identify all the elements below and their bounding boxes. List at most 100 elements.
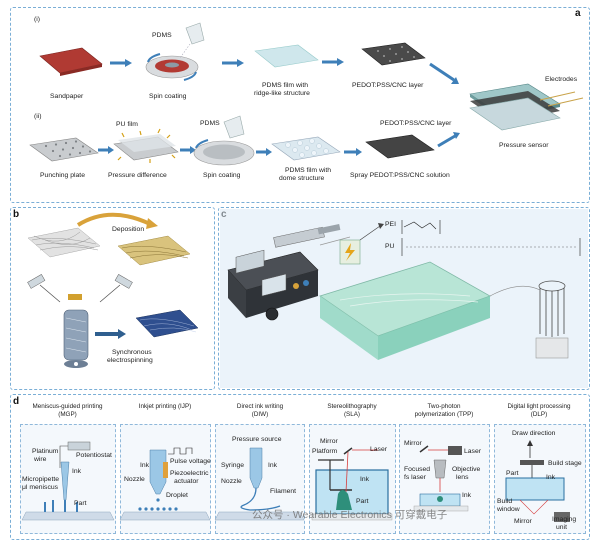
dlp-imaging-unit (554, 512, 570, 522)
electrodes-label: Electrodes (545, 76, 578, 83)
pdms-ridge-film (254, 44, 319, 68)
panel-d (10, 394, 590, 540)
panel-b-tag: b (13, 209, 20, 220)
ijp-piezo-1: Piezoelectric (170, 470, 209, 477)
row1-index: (i) (34, 16, 41, 23)
dlp-build-window-2: window (497, 506, 520, 513)
panel-a (10, 7, 590, 203)
sla-mirror (343, 447, 353, 455)
mgp-micropipette-2: μl meniscus (22, 484, 59, 491)
pdms-cup-1 (185, 22, 205, 45)
panel-b (10, 207, 215, 390)
sla-vat (315, 469, 389, 515)
diw-nozzle: Nozzle (221, 478, 242, 485)
mgp-part: Part (74, 500, 87, 507)
dlp-build-stage-label: Build stage (548, 460, 582, 467)
pedot-layer-1 (361, 42, 426, 66)
pulse-voltage-wave (168, 447, 193, 455)
sandpaper-label: Sandpaper (50, 93, 84, 100)
mgp-platinum-2: wire (34, 456, 47, 463)
punching-plate-label: Punching plate (40, 172, 85, 179)
spin-coating-label-2: Spin coating (203, 172, 241, 179)
electrode-lines (539, 91, 584, 107)
row2-index: (ii) (34, 113, 42, 120)
pressure-sensor-label: Pressure sensor (499, 142, 549, 149)
watermark: 公众号 · Wearable Electronics 可穿戴电子 (252, 509, 448, 521)
diw-pressure: Pressure source (232, 436, 282, 443)
pu-label: PU (385, 243, 395, 250)
dlp-ink-label: Ink (546, 474, 556, 481)
diw-ink: Ink (268, 462, 278, 469)
sla-part (336, 490, 352, 510)
sla-platform (318, 459, 344, 490)
pump-display (261, 273, 287, 297)
pedot-layer-label-2: PEDOT:PSS/CNC layer (380, 120, 452, 127)
tpp-mirror (419, 445, 429, 453)
pdms-cup-2 (223, 115, 245, 139)
method-title-ijp: Inkjet printing (IJP) (138, 403, 192, 410)
dlp-build-stage (520, 460, 544, 465)
tpp-focused-2: fs laser (404, 474, 426, 481)
winder-base (535, 337, 569, 359)
fiber-mat-plain (27, 227, 101, 258)
tpp-laser-label: Laser (464, 448, 482, 455)
tpp-objective-lens (433, 459, 447, 479)
sla-mirror-label: Mirror (320, 438, 338, 445)
tpp-focused-1: Focused (404, 466, 431, 473)
deposition-label: Deposition (112, 226, 145, 233)
synchronous-label-1: Synchronous (112, 349, 152, 356)
pressure-difference-label: Pressure difference (108, 172, 167, 179)
ridge-film-label-1: PDMS film with (262, 82, 309, 89)
mgp-ink: Ink (72, 468, 82, 475)
pu-structure (401, 238, 581, 256)
panel-c (218, 207, 590, 390)
panel-d-tag: d (13, 396, 20, 407)
fiber-mat-blue (135, 309, 199, 338)
pdms-label-1: PDMS (152, 32, 172, 39)
tpp-objective-1: Objective (452, 466, 481, 473)
spin-coating-label-1: Spin coating (149, 93, 187, 100)
sla-platform-label: Platform (312, 448, 338, 455)
pedot-layer-label-1: PEDOT:PSS/CNC layer (352, 82, 424, 89)
method-title-dlp: Digital light processing(DLP) (507, 403, 571, 418)
ijp-pulse: Pulse voltage (170, 458, 211, 465)
method-title-mgp: Meniscus-guided printing(MGP) (32, 403, 103, 418)
tpp-subpanel (399, 424, 490, 534)
pei-label: PEI (385, 221, 396, 228)
dlp-resin-tank (505, 477, 565, 501)
tpp-objective-2: lens (456, 474, 469, 481)
diw-filament: Filament (270, 488, 297, 495)
sla-laser-label: Laser (370, 446, 388, 453)
sla-ink-label: Ink (360, 476, 370, 483)
dlp-part-label: Part (506, 470, 519, 477)
method-title-sla: Stereolithography(SLA) (327, 403, 377, 418)
dlp-mirror-label: Mirror (514, 518, 532, 525)
ijp-substrate (119, 511, 211, 521)
mgp-micropipette (60, 461, 70, 501)
diw-substrate (214, 511, 305, 521)
fiber-mat-coated (117, 235, 191, 266)
ijp-nozzle: Nozzle (124, 476, 145, 483)
mgp-micropipette-1: Micropipette (22, 476, 60, 483)
panel-a-tag: a (575, 8, 581, 19)
dlp-imaging-2: unit (556, 524, 567, 531)
spray-label: Spray PEDOT:PSS/CNC solution (350, 172, 450, 179)
tpp-laser-box (448, 446, 462, 455)
dlp-draw-label: Draw direction (512, 430, 556, 437)
pei-structure (403, 221, 437, 230)
deposition-arrow (76, 212, 151, 227)
pdms-label-2: PDMS (200, 120, 220, 127)
ijp-nozzle (149, 449, 167, 495)
lightning-icon (345, 243, 355, 261)
pu-film-label: PU film (116, 121, 138, 128)
mgp-substrate (21, 511, 115, 521)
ijp-ink: Ink (140, 462, 150, 469)
method-title-diw: Direct ink writing(DIW) (236, 403, 284, 418)
mgp-potentiostat: Potentiostat (76, 452, 112, 459)
dome-film-label-2: dome structure (279, 175, 325, 182)
